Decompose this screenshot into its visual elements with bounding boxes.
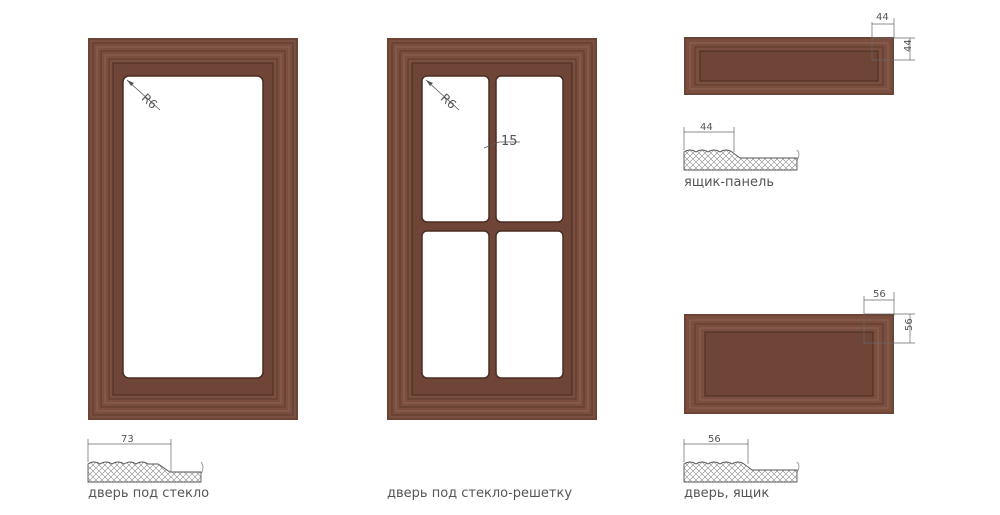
grid-pane-top-left [421,75,490,223]
drawer-panel-dims: 44 44 [871,12,915,61]
drawer-panel-front [684,37,894,95]
glass-door-frame [88,38,298,420]
glass-door-profile: 73 [87,434,204,483]
grid-pane-bottom-left [421,230,490,379]
door-drawer-height-dim: 56 [904,318,915,331]
drawer-panel-profile-dim: 44 [700,122,713,133]
grid-bar-width-dim: 15 [483,134,520,149]
drawer-panel-profile: 44 [683,122,800,171]
grid-door-frame [387,38,597,420]
drawer-panel-width-dim: 44 [876,12,889,23]
door-drawer-profile-dim: 56 [708,434,721,445]
door-drawer-front [684,314,894,414]
door-drawer-dims: 56 56 [863,289,915,344]
grid-pane-bottom-right [495,230,564,379]
drawer-panel-height-dim: 44 [903,39,914,52]
grid-door-label: дверь под стекло-решетку [387,486,573,501]
grid-bar-width-label: 15 [501,134,518,149]
door-drawer-width-dim: 56 [873,289,886,300]
glass-door-profile-dim: 73 [121,434,134,445]
door-drawer-profile: 56 [683,434,800,483]
door-drawer-label: дверь, ящик [684,486,770,501]
grid-pane-top-right [495,75,564,223]
drawer-panel-label: ящик-панель [684,175,774,190]
glass-door-label: дверь под стекло [88,486,210,501]
